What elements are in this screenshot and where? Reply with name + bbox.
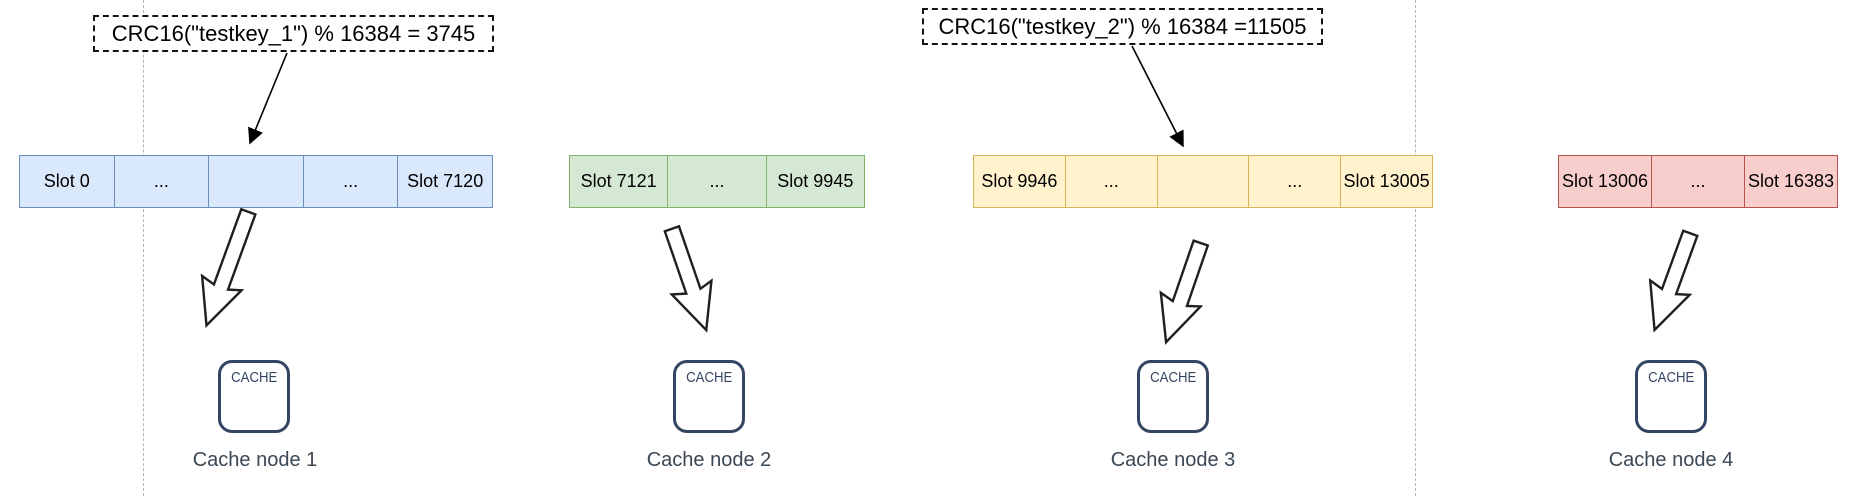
cache-box-label: CACHE [230,369,278,386]
slot-cell: ... [113,156,209,207]
cache-node-box-2: CACHE [673,360,745,433]
slot-cell: ... [302,156,398,207]
block-arrow-down-icon [663,224,713,333]
crc16-annotation-2: CRC16("testkey_2") % 16384 =11505 [922,8,1323,45]
slot-bar-node1: Slot 0 ... ... Slot 7120 [19,155,493,208]
block-arrow-down-icon [200,207,257,329]
arrow-testkey2-to-slot [1131,45,1184,148]
cache-node-caption-3: Cache node 3 [1110,449,1236,471]
slot-cell: ... [667,156,765,207]
crc16-annotation-1: CRC16("testkey_1") % 16384 = 3745 [93,15,494,52]
cache-node-box-3: CACHE [1137,360,1209,433]
cache-node-box-1: CACHE [218,360,290,433]
cache-box-label: CACHE [1647,369,1695,386]
slot-cell: Slot 9945 [765,156,864,207]
cache-box-label: CACHE [685,369,733,386]
cache-node-caption-2: Cache node 2 [646,449,772,471]
crc16-annotation-1-text: CRC16("testkey_1") % 16384 = 3745 [111,20,476,46]
slot-cell: Slot 0 [43,171,90,191]
block-arrow-down-icon [1159,239,1210,345]
slot-cell [1156,156,1249,207]
dashed-guide-line [143,0,144,496]
slot-cell: ... [1064,156,1157,207]
crc16-annotation-2-text: CRC16("testkey_2") % 16384 =11505 [938,13,1307,39]
slot-cell: Slot 13006 [1561,171,1649,191]
slot-cell: Slot 9946 [981,171,1058,191]
block-arrow-down-icon [1648,229,1699,333]
slot-cell: Slot 7121 [580,171,657,191]
slot-cell [208,156,303,207]
slot-cell: Slot 7120 [397,156,492,207]
slot-cell: Slot 13005 [1340,156,1432,207]
slot-cell: Slot 16383 [1744,156,1837,207]
slot-bar-node2: Slot 7121 ... Slot 9945 [569,155,865,208]
cache-node-caption-4: Cache node 4 [1608,449,1734,471]
slot-cell: ... [1651,156,1744,207]
dashed-guide-line [1415,0,1416,496]
arrow-testkey1-to-slot [248,52,288,145]
slot-cell: ... [1248,156,1340,207]
cache-node-caption-1: Cache node 1 [192,449,318,471]
slot-bar-node3: Slot 9946 ... ... Slot 13005 [973,155,1433,208]
cache-box-label: CACHE [1149,369,1197,386]
cache-node-box-4: CACHE [1635,360,1707,433]
slot-bar-node4: Slot 13006 ... Slot 16383 [1558,155,1838,208]
